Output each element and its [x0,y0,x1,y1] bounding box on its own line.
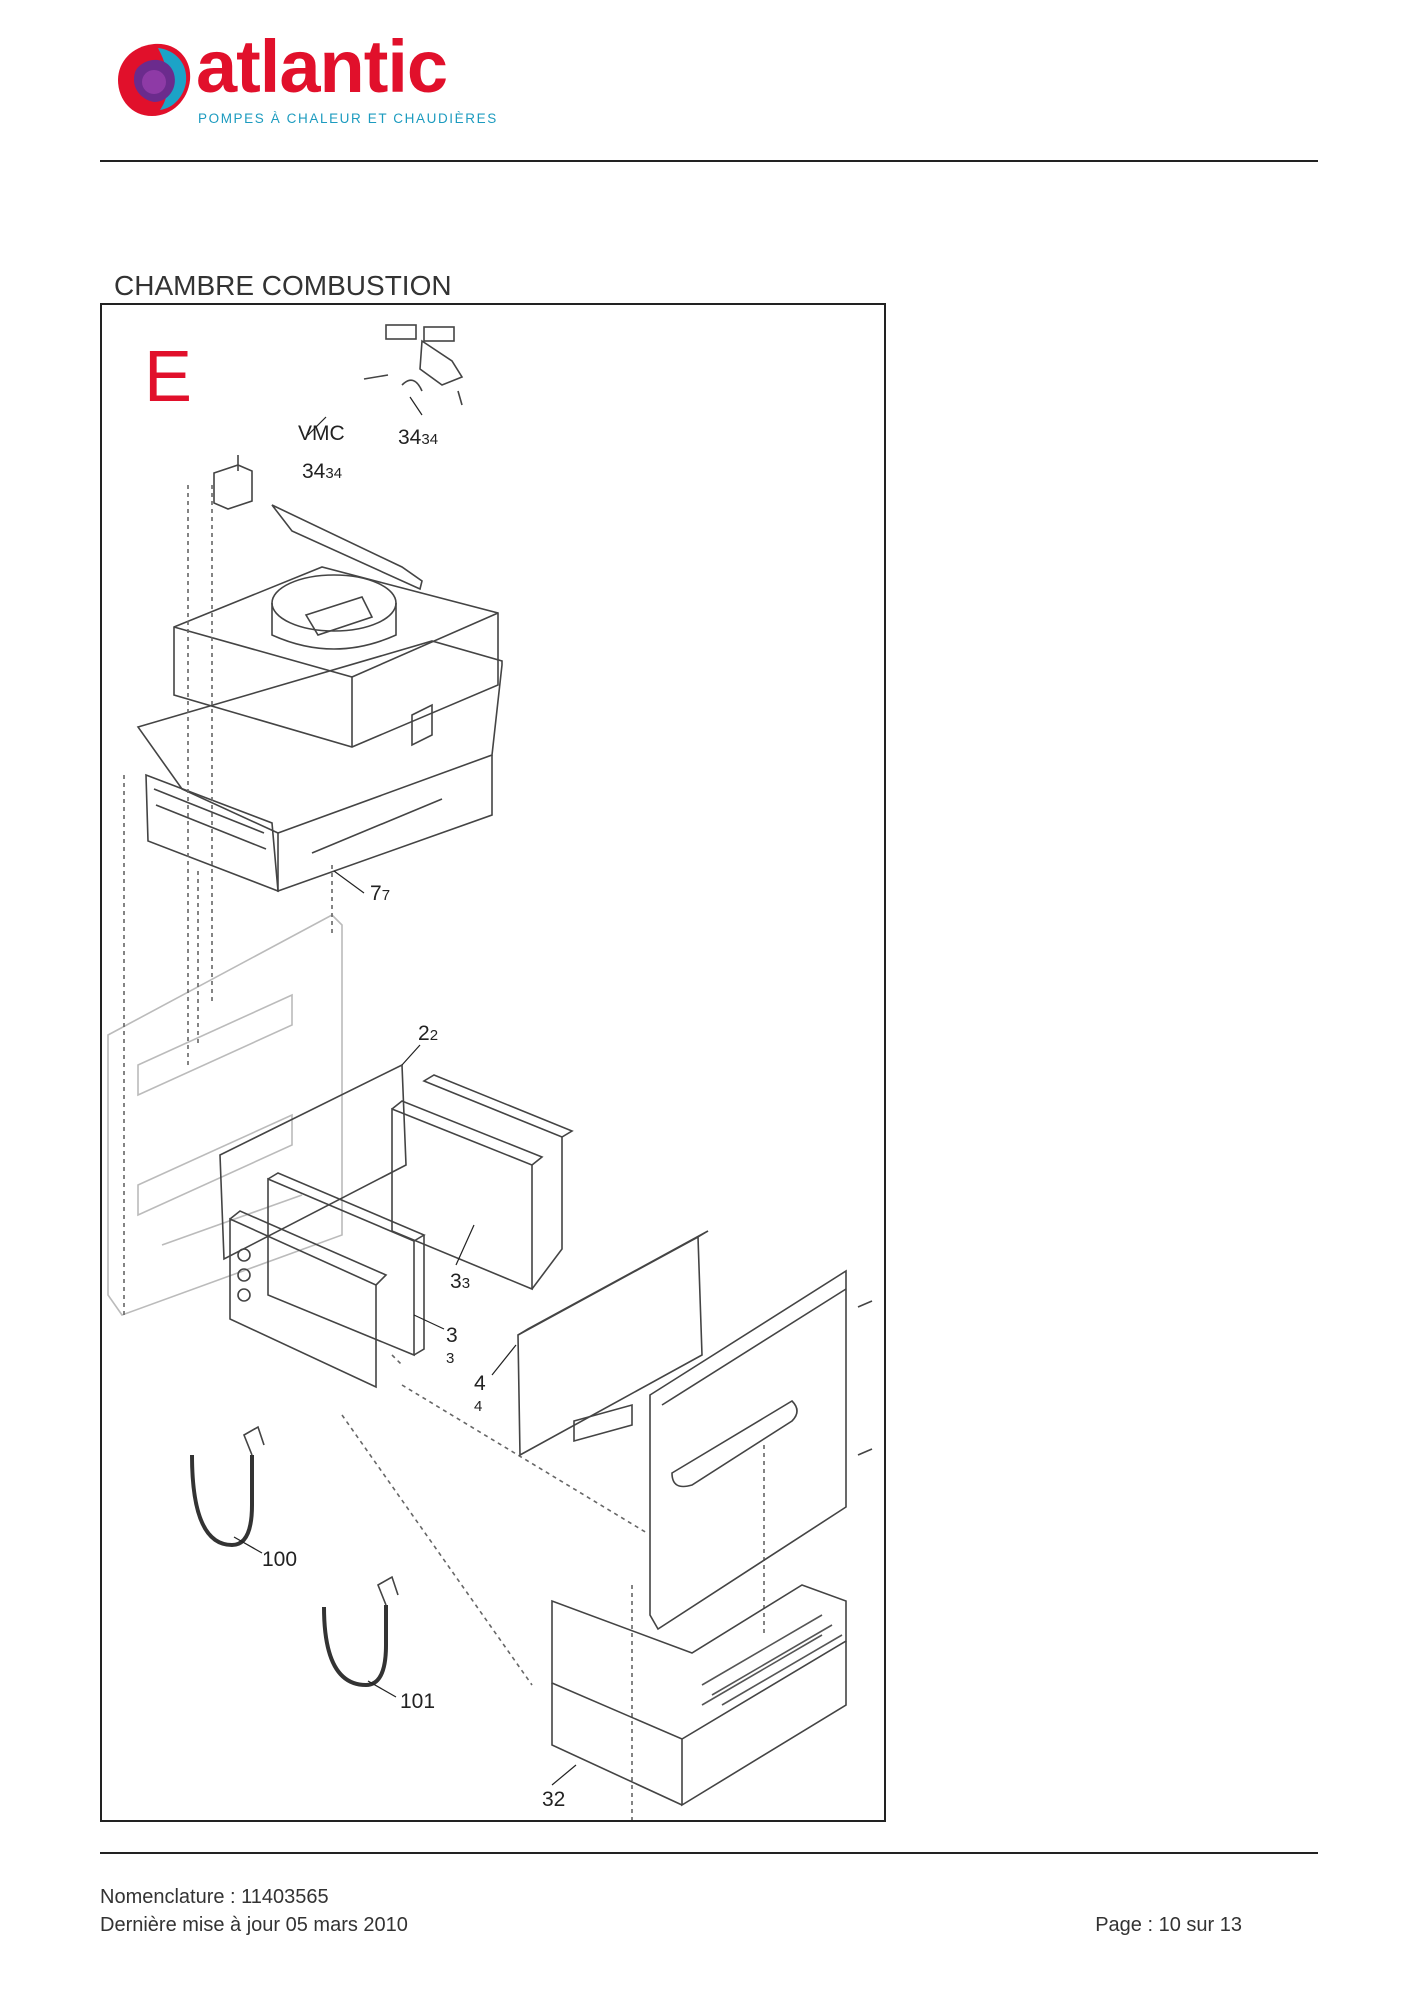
label-32: 32 [542,1788,566,1811]
header-divider [100,160,1318,162]
combustion-top [136,640,503,834]
label-34-left: 3434 [302,460,343,483]
label-100: 100 [262,1548,298,1571]
footer-page-number: Page : 10 sur 13 [1095,1914,1242,1936]
label-2: 22 [418,1022,439,1045]
label-7: 77 [370,882,391,905]
top-bracket-left [385,324,417,340]
footer-nomenclature: Nomenclature : 11403565 [100,1886,329,1908]
brand-logo: atlantic POMPES À CHALEUR ET CHAUDIÈRES [112,30,496,130]
rear-panel [107,914,343,1316]
left-bracket [213,464,253,510]
label-vmc: VMC [298,422,345,445]
top-bracket-right [423,326,455,342]
front-panel [649,1269,847,1631]
cable-101 [322,1605,388,1688]
fan-ring [271,574,397,632]
diagram-drawing [107,324,873,1820]
logo-wordmark: atlantic [196,25,448,108]
cable-100 [190,1454,254,1548]
footer-divider [100,1852,1318,1854]
side-panel-2 [219,1063,407,1261]
section-title: CHAMBRE COMBUSTION [114,270,452,301]
logo-swirl-icon [118,43,191,116]
logo-tagline: POMPES À CHALEUR ET CHAUDIÈRES [198,111,498,126]
label-34-top: 3434 [398,426,439,449]
label-3-center: 33 [450,1270,471,1293]
burner-plate [229,1217,377,1389]
insulation-3-center [391,1107,533,1291]
base-tray-32 [551,1584,847,1740]
label-101: 101 [400,1690,436,1713]
view-letter: E [144,337,193,417]
footer-updated: Dernière mise à jour 05 mars 2010 [100,1914,408,1936]
fan-housing [173,566,499,748]
